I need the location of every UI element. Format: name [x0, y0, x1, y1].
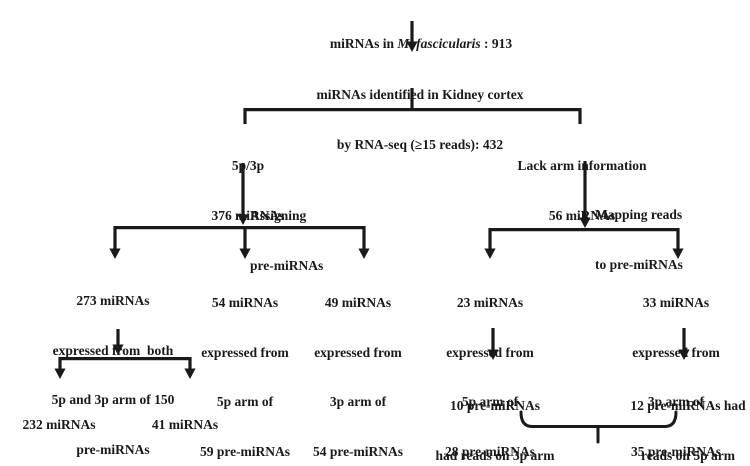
node-232-derived-both: 232 miRNAs derived from both arms of 116… — [22, 417, 96, 432]
arrow-total-to-kidney-icon — [406, 21, 418, 52]
node-41-derived-single: 41 miRNAs derived from 34 pre-miRNAs — [151, 417, 219, 432]
arrow-33-to-reads-icon — [678, 328, 690, 360]
node-33-3p-arm: 33 miRNAs expressed from 3p arm of 35 pr… — [630, 295, 722, 459]
node-12-reads-5p: 12 pre-miRNAs had reads on 5p arm — [630, 398, 746, 463]
node-273-both-arms: 273 miRNAs expressed from both 5p and 3p… — [51, 293, 175, 457]
node-23-5p-arm: 23 miRNAs expressed from 5p arm of 28 pr… — [444, 295, 536, 459]
brace-new-mirnas-icon — [519, 410, 678, 444]
node-54-5p-arm: 54 miRNAs expressed from 5p arm of 59 pr… — [199, 295, 291, 459]
bracket-lack-arms — [484, 228, 684, 259]
arrow-mapping-reads-icon — [579, 161, 591, 228]
node-10-reads-3p: 10 pre-miRNAs had reads on 3p arm — [435, 398, 555, 463]
species-name: M. fascicularis — [397, 36, 481, 51]
node-arm-known: 5p/3p 376 miRNAs — [211, 158, 285, 223]
node-total-mirnas-label: miRNAs in M. fascicularis : 913 — [329, 36, 513, 51]
arrow-assigning-pre-mirnas-icon — [237, 163, 249, 225]
node-49-3p-arm: 49 miRNAs expressed from 3p arm of 54 pr… — [312, 295, 404, 459]
node-arm-unknown: Lack arm information 56 miRNAs — [517, 158, 647, 223]
bracket-known-arms — [109, 226, 370, 259]
node-kidney-cortex: miRNAs identified in Kidney cortex by RN… — [316, 87, 524, 152]
node-total-mirnas: miRNAs in M. fascicularis : 913 — [330, 3, 512, 86]
label-mapping-reads: Mapping reads to pre-miRNAs — [595, 207, 683, 272]
label-assigning-pre-mirnas: Assigning pre-miRNAs — [250, 208, 324, 273]
split-bracket-arm-info — [243, 88, 582, 124]
bracket-derived — [54, 357, 196, 379]
arrow-both-arms-split-icon — [112, 329, 124, 355]
node-22-new-mirnas: 22 new miRNAs proposed — [523, 447, 672, 466]
arrow-23-to-reads-icon — [487, 328, 499, 360]
